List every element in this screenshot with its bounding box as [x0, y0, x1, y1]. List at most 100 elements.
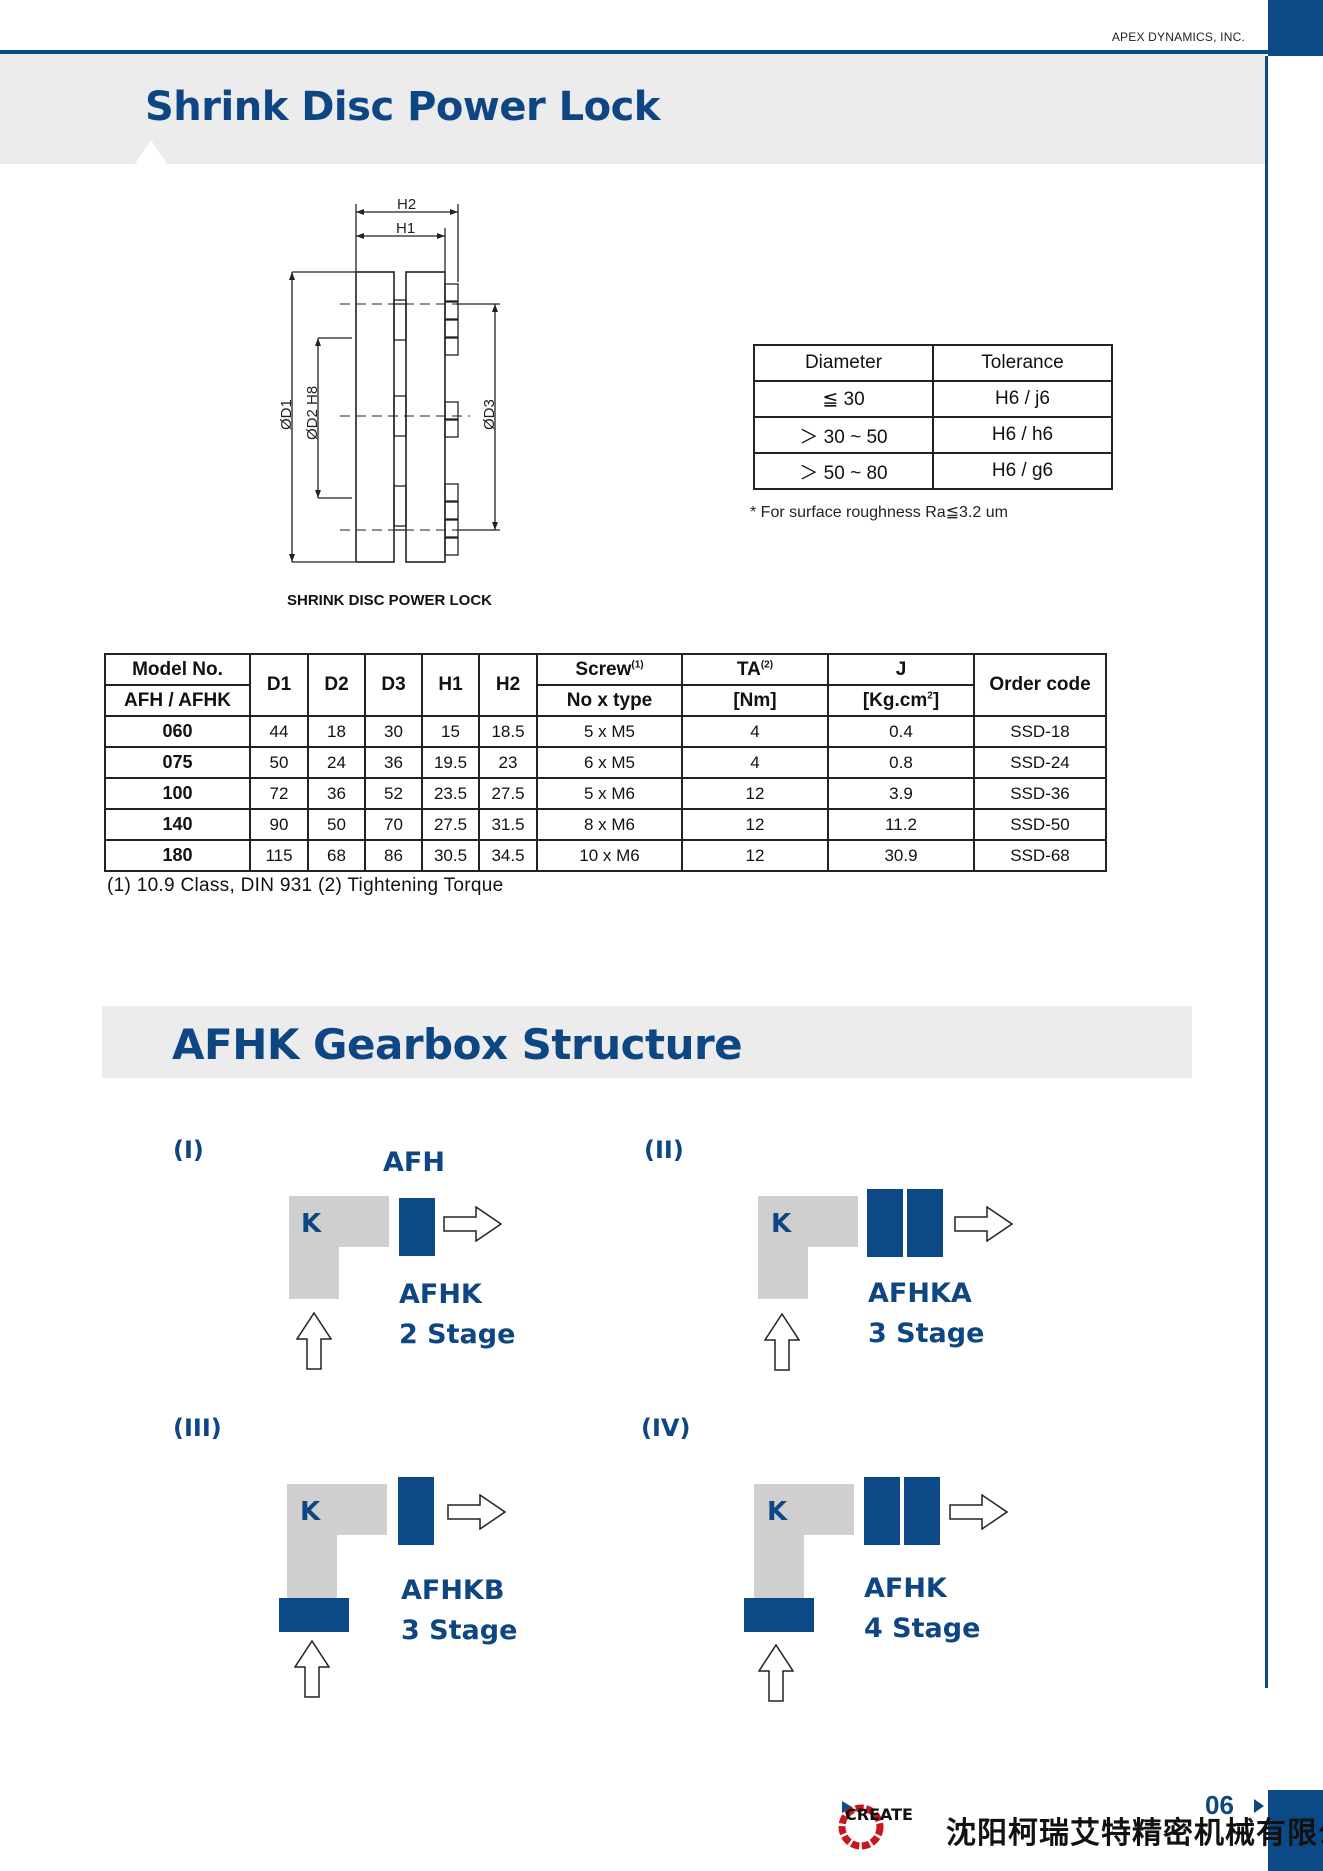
header-screw-sub: No x type	[536, 684, 683, 717]
input-stage-block	[744, 1598, 814, 1632]
cell: 115	[249, 839, 309, 872]
cell: 44	[249, 715, 309, 748]
dim-d3-label: ØD3	[481, 399, 498, 430]
header-order-code: Order code	[973, 653, 1107, 717]
cell: SSD-68	[973, 839, 1107, 872]
cell: 70	[364, 808, 423, 841]
cell: 24	[307, 746, 366, 779]
company-name: APEX DYNAMICS, INC.	[1111, 30, 1245, 44]
output-arrow-icon	[447, 1494, 507, 1530]
output-arrow-icon	[443, 1206, 503, 1242]
diagram-stage: 3 Stage	[401, 1615, 518, 1646]
corner-block	[1268, 0, 1323, 56]
dim-d2-label: ØD2 H8	[304, 386, 321, 440]
page-arrow-icon	[842, 1801, 852, 1813]
cell: 30.9	[827, 839, 975, 872]
tol-cell: H6 / g6	[932, 452, 1113, 490]
input-arrow-icon	[294, 1640, 330, 1698]
cell: 0.8	[827, 746, 975, 779]
table-row: 140 90 50 70 27.5 31.5 8 x M6 12 11.2 SS…	[104, 808, 1107, 841]
dim-h1-label: H1	[396, 220, 415, 237]
input-arrow-icon	[764, 1313, 800, 1371]
cell: 12	[681, 808, 829, 841]
diagram-number: (IV)	[641, 1414, 691, 1442]
cell: 19.5	[421, 746, 480, 779]
cell-model: 140	[104, 808, 251, 841]
cell: 86	[364, 839, 423, 872]
cell: 18.5	[478, 715, 538, 748]
next-page-arrow-icon	[1254, 1799, 1264, 1813]
header-model: Model No.	[104, 653, 251, 686]
spec-table: Model No. D1 D2 D3 H1 H2 Screw(1) TA(2) …	[104, 653, 1107, 872]
create-logo-icon	[838, 1804, 884, 1850]
side-rule	[1265, 56, 1268, 1688]
header-d1: D1	[249, 653, 309, 717]
planetary-stage-block	[907, 1189, 943, 1257]
cell: 0.4	[827, 715, 975, 748]
table-row: 075 50 24 36 19.5 23 6 x M5 4 0.8 SSD-24	[104, 746, 1107, 779]
section-title-gearbox: AFHK Gearbox Structure	[172, 1020, 743, 1069]
k-stage-block	[287, 1484, 337, 1598]
cell: 23	[478, 746, 538, 779]
input-arrow-icon	[758, 1644, 794, 1702]
diagram-number: (II)	[644, 1136, 684, 1164]
cell: 31.5	[478, 808, 538, 841]
cell: 36	[307, 777, 366, 810]
planetary-stage-block	[864, 1477, 900, 1545]
header-ta: TA(2)	[681, 653, 829, 686]
header-rule	[0, 50, 1268, 54]
planetary-stage-block	[398, 1477, 434, 1545]
tol-header-diameter: Diameter	[753, 344, 934, 382]
diagram-name: AFHK	[399, 1279, 482, 1310]
cell: 18	[307, 715, 366, 748]
title-band-notch	[135, 140, 167, 164]
brand-name: CREATE	[845, 1805, 913, 1824]
input-stage-block	[279, 1598, 349, 1632]
page-number: 06	[1205, 1790, 1234, 1820]
section-title-band	[0, 54, 1265, 164]
header-d3: D3	[364, 653, 423, 717]
diagram-number: (III)	[173, 1414, 222, 1442]
cell: 23.5	[421, 777, 480, 810]
dim-d1-label: ØD1	[278, 399, 295, 430]
cell: 4	[681, 746, 829, 779]
k-label: K	[301, 1209, 322, 1239]
cell: 34.5	[478, 839, 538, 872]
cell: 15	[421, 715, 480, 748]
cell: 12	[681, 777, 829, 810]
planetary-stage-block	[867, 1189, 903, 1257]
cell: 4	[681, 715, 829, 748]
cell: 6 x M5	[536, 746, 683, 779]
k-stage-block	[758, 1196, 808, 1299]
roughness-note: * For surface roughness Ra≦3.2 um	[750, 504, 1008, 521]
planetary-stage-block	[399, 1198, 435, 1256]
tol-cell: ≦ 30	[753, 380, 934, 418]
header-j: J	[827, 653, 975, 686]
tol-cell: ＞ 50 ~ 80	[753, 452, 934, 490]
tol-header-tolerance: Tolerance	[932, 344, 1113, 382]
cell: SSD-36	[973, 777, 1107, 810]
cell-model: 060	[104, 715, 251, 748]
footer-corner-block	[1268, 1790, 1323, 1871]
diagram-top-label: AFH	[383, 1147, 445, 1178]
cell: 50	[249, 746, 309, 779]
cell: 11.2	[827, 808, 975, 841]
diagram-stage: 4 Stage	[864, 1613, 981, 1644]
tolerance-table: Diameter Tolerance ≦ 30 H6 / j6 ＞ 30 ~ 5…	[753, 344, 1113, 490]
cell: 52	[364, 777, 423, 810]
diagram-stage: 3 Stage	[868, 1318, 985, 1349]
cell: 72	[249, 777, 309, 810]
cell: 10 x M6	[536, 839, 683, 872]
company-name-cn: 沈阳柯瑞艾特精密机械有限公司	[946, 1816, 1323, 1851]
cell: 8 x M6	[536, 808, 683, 841]
cell: 5 x M6	[536, 777, 683, 810]
cell: SSD-50	[973, 808, 1107, 841]
k-label: K	[767, 1497, 788, 1527]
planetary-stage-block	[904, 1477, 940, 1545]
cell-model: 180	[104, 839, 251, 872]
cell: 5 x M5	[536, 715, 683, 748]
dim-h2-label: H2	[397, 196, 416, 213]
diagram-name: AFHK	[864, 1573, 947, 1604]
cell: 27.5	[421, 808, 480, 841]
header-d2: D2	[307, 653, 366, 717]
